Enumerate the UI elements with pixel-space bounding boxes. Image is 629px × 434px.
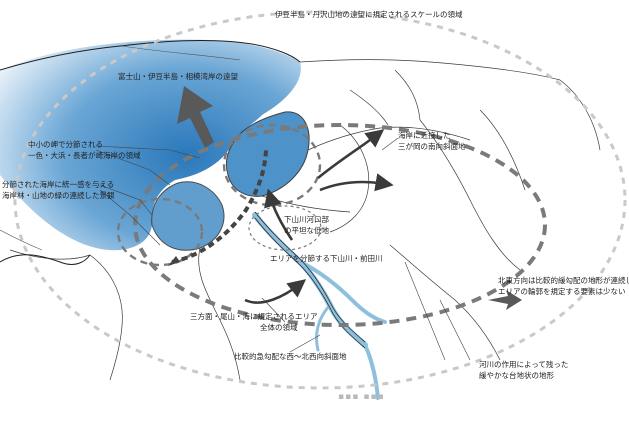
south-slope-line-1: 海岸に近接した — [398, 131, 466, 142]
cape-split-line-2: 一色・大浜・長者が崎海岸の領域 — [28, 151, 141, 162]
unifying-label: 分節された海岸に統一感を与える 海岸林・山地の緑の連続した景観 — [2, 180, 115, 202]
river-mouth-line-2: の平坦な低地 — [284, 226, 329, 237]
bay-south — [152, 182, 224, 250]
south-slope-line-2: 三が岡の南向斜面地 — [398, 142, 466, 153]
northeast-label: 北東方向は比較的緩勾配の地形が連続し エリアの輪郭を規定する要素は少ない — [498, 276, 629, 298]
west-slope-label: 比較的急勾配な西～北西向斜面地 — [234, 352, 347, 363]
river — [255, 215, 385, 398]
ridge-scope-line-2: 全体の領域 — [190, 323, 318, 334]
fuji-view-label: 富士山・伊豆半島・相模湾岸の遠望 — [118, 72, 238, 83]
terrace-line-2: 緩やかな台地状の地形 — [479, 371, 568, 382]
northeast-line-2: エリアの輪郭を規定する要素は少ない — [498, 287, 629, 298]
river-mouth-label: 下山川河口部 の平坦な低地 — [284, 215, 329, 237]
terrace-label: 河川の作用によって残った 緩やかな台地状の地形 — [479, 360, 568, 382]
unifying-line-1: 分節された海岸に統一感を与える — [2, 180, 115, 191]
river-mouth-line-1: 下山川河口部 — [284, 215, 329, 226]
ridge-scope-label: 三方面・尾山・海に規定されるエリア 全体の領域 — [190, 312, 318, 334]
unifying-line-2: 海岸林・山地の緑の連続した景観 — [2, 191, 115, 202]
cape-split-label: 中小の岬で分節される 一色・大浜・長者が崎海岸の領域 — [28, 140, 141, 162]
northeast-line-1: 北東方向は比較的緩勾配の地形が連続し — [498, 276, 629, 287]
river-divides-label: エリアを分節する下山川・前田川 — [270, 254, 383, 265]
terrace-line-1: 河川の作用によって残った — [479, 360, 568, 371]
faded-caption: ▪▪▪ ▪▪▪ — [338, 392, 385, 402]
ridge-scope-line-1: 三方面・尾山・海に規定されるエリア — [190, 312, 318, 323]
south-slope-label: 海岸に近接した 三が岡の南向斜面地 — [398, 131, 466, 153]
cape-split-line-1: 中小の岬で分節される — [28, 140, 141, 151]
outer-scope-label: 伊豆半島・丹沢山地の遠望に規定されるスケールの領域 — [275, 10, 463, 21]
